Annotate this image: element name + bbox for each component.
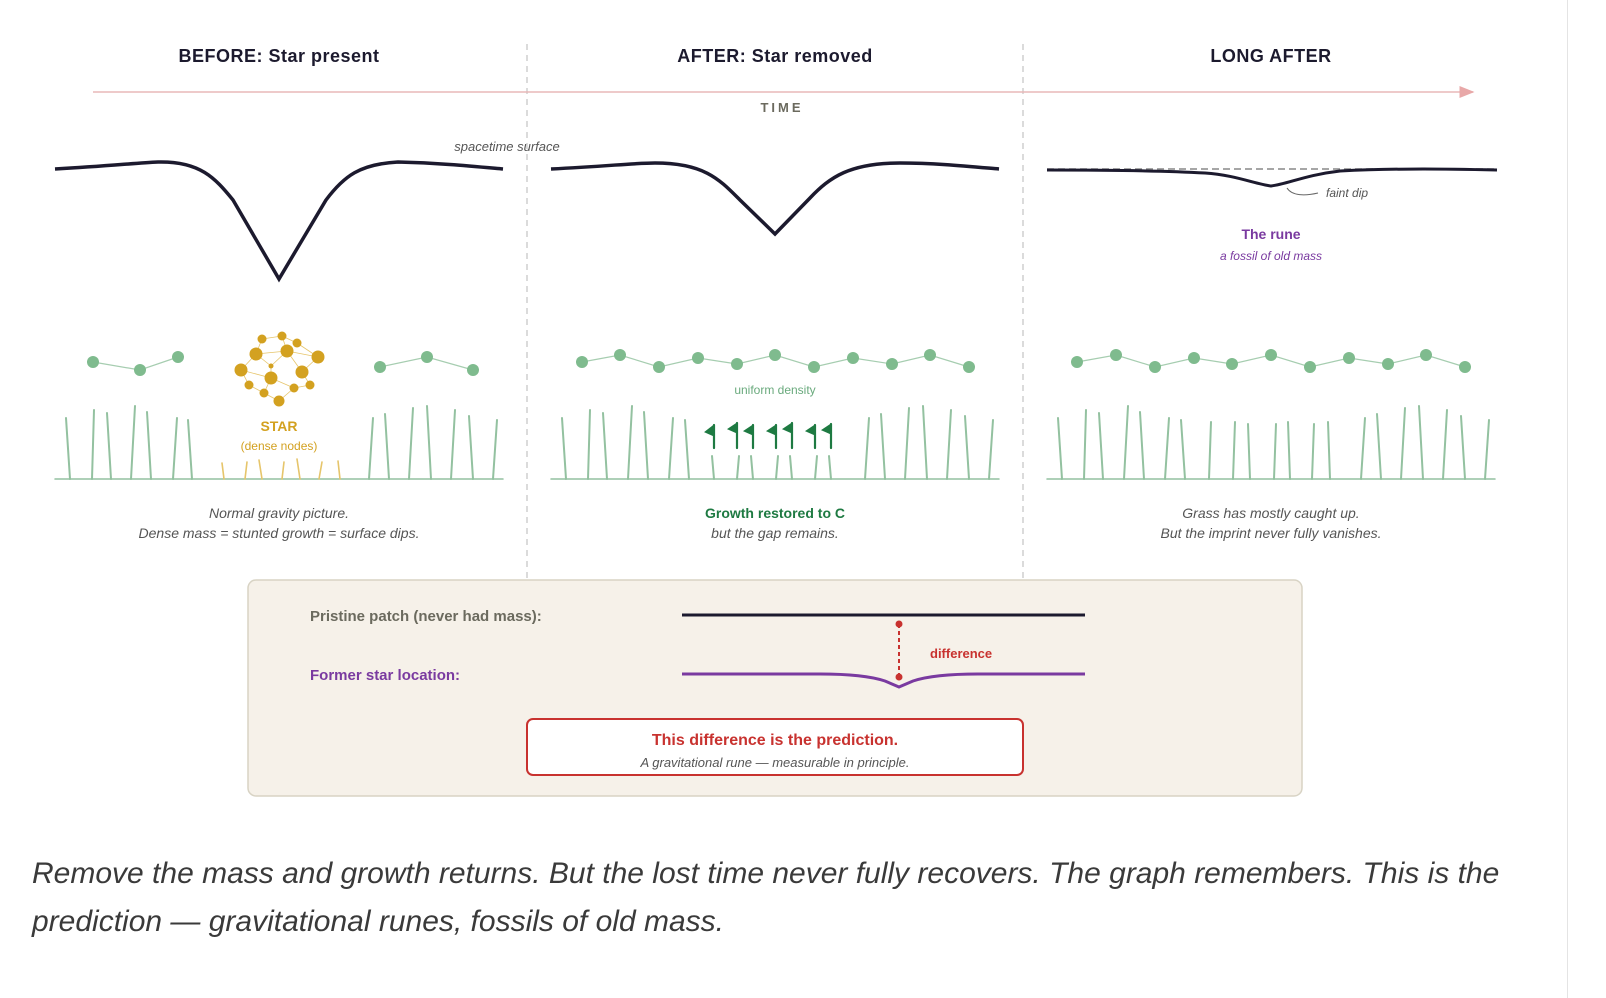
graph-node bbox=[172, 351, 184, 363]
flag-icon bbox=[704, 423, 716, 450]
panel-caption-long-after-line1: Grass has mostly caught up. bbox=[1182, 505, 1359, 521]
difference-endpoint-top bbox=[895, 620, 903, 628]
faint-dip-label: faint dip bbox=[1326, 186, 1368, 200]
star-node bbox=[289, 383, 299, 393]
star-node bbox=[244, 380, 254, 390]
node-chain-before-left bbox=[87, 351, 184, 376]
panel-caption-after-line2: but the gap remains. bbox=[711, 525, 839, 541]
graph-node bbox=[847, 352, 859, 364]
spacetime-surface-after bbox=[550, 161, 1000, 237]
panel-caption-long-after-line2: But the imprint never fully vanishes. bbox=[1161, 525, 1382, 541]
stunted-grass-under-star bbox=[221, 458, 341, 480]
flag-icon bbox=[765, 421, 794, 450]
star-dense-nodes bbox=[234, 331, 325, 407]
graph-node bbox=[614, 349, 626, 361]
star-node bbox=[249, 347, 263, 361]
star-node bbox=[311, 350, 325, 364]
prediction-subtitle: A gravitational rune — measurable in pri… bbox=[639, 755, 909, 770]
spacetime-surface-label: spacetime surface bbox=[454, 139, 560, 154]
graph-node bbox=[1265, 349, 1277, 361]
star-node bbox=[234, 363, 248, 377]
figure-caption: Remove the mass and growth returns. But … bbox=[32, 857, 1500, 938]
graph-node bbox=[1459, 361, 1471, 373]
graph-node bbox=[421, 351, 433, 363]
rune-title: The rune bbox=[1241, 226, 1300, 242]
prediction-callout bbox=[526, 718, 1024, 776]
former-star-line bbox=[682, 672, 1085, 689]
difference-label: difference bbox=[930, 646, 992, 661]
graph-node bbox=[87, 356, 99, 368]
panel-caption-before-line1: Normal gravity picture. bbox=[209, 505, 349, 521]
spacetime-surface-before bbox=[54, 160, 504, 283]
graph-node bbox=[1382, 358, 1394, 370]
graph-node bbox=[924, 349, 936, 361]
difference-endpoint-bottom bbox=[895, 673, 903, 681]
star-node bbox=[292, 338, 302, 348]
graph-node bbox=[886, 358, 898, 370]
faint-dip-leader bbox=[1286, 187, 1319, 196]
star-node bbox=[280, 344, 294, 358]
grass-field-before bbox=[54, 405, 504, 480]
regrowth-flags bbox=[704, 421, 833, 450]
star-node bbox=[305, 380, 315, 390]
scrollbar-edge bbox=[1567, 0, 1568, 998]
rune-subtitle: a fossil of old mass bbox=[1220, 249, 1322, 263]
panel-heading-long-after: LONG AFTER bbox=[1210, 46, 1331, 66]
panel-heading-before: BEFORE: Star present bbox=[178, 46, 379, 66]
flag-icon bbox=[804, 422, 833, 450]
panel-caption-after-line1: Growth restored to C bbox=[705, 505, 845, 521]
graph-node bbox=[1420, 349, 1432, 361]
panel-caption-before-line2: Dense mass = stunted growth = surface di… bbox=[139, 525, 420, 541]
graph-node bbox=[576, 356, 588, 368]
graph-node bbox=[1188, 352, 1200, 364]
flag-icon bbox=[726, 421, 755, 450]
former-star-label: Former star location: bbox=[310, 667, 460, 684]
graph-node bbox=[1110, 349, 1122, 361]
graph-node bbox=[134, 364, 146, 376]
node-chain-before-right bbox=[374, 351, 479, 376]
graph-node bbox=[467, 364, 479, 376]
graph-node bbox=[808, 361, 820, 373]
time-label: TIME bbox=[760, 100, 803, 115]
star-sublabel: (dense nodes) bbox=[241, 439, 318, 453]
graph-node bbox=[692, 352, 704, 364]
comparison-box bbox=[247, 579, 1303, 797]
star-node bbox=[273, 395, 285, 407]
panel-heading-after: AFTER: Star removed bbox=[677, 46, 873, 66]
graph-node bbox=[1304, 361, 1316, 373]
grass-field-after bbox=[550, 405, 1000, 480]
graph-node bbox=[653, 361, 665, 373]
star-node bbox=[264, 371, 278, 385]
node-chain-long-after bbox=[1071, 349, 1471, 373]
graph-node bbox=[374, 361, 386, 373]
graph-node bbox=[1343, 352, 1355, 364]
pristine-patch-label: Pristine patch (never had mass): bbox=[310, 608, 542, 625]
graph-node bbox=[963, 361, 975, 373]
grass-field-long-after bbox=[1046, 405, 1496, 480]
star-node bbox=[268, 363, 274, 369]
uniform-density-label: uniform density bbox=[734, 383, 815, 397]
graph-node bbox=[769, 349, 781, 361]
spacetime-surface-long-after bbox=[1046, 167, 1498, 188]
star-node bbox=[277, 331, 287, 341]
star-node bbox=[257, 334, 267, 344]
graph-node bbox=[1071, 356, 1083, 368]
star-node bbox=[259, 388, 269, 398]
prediction-title: This difference is the prediction. bbox=[652, 732, 898, 749]
graph-node bbox=[1226, 358, 1238, 370]
graph-node bbox=[1149, 361, 1161, 373]
graph-node bbox=[731, 358, 743, 370]
star-node bbox=[295, 365, 309, 379]
star-label: STAR bbox=[260, 418, 297, 434]
node-chain-after bbox=[576, 349, 975, 373]
